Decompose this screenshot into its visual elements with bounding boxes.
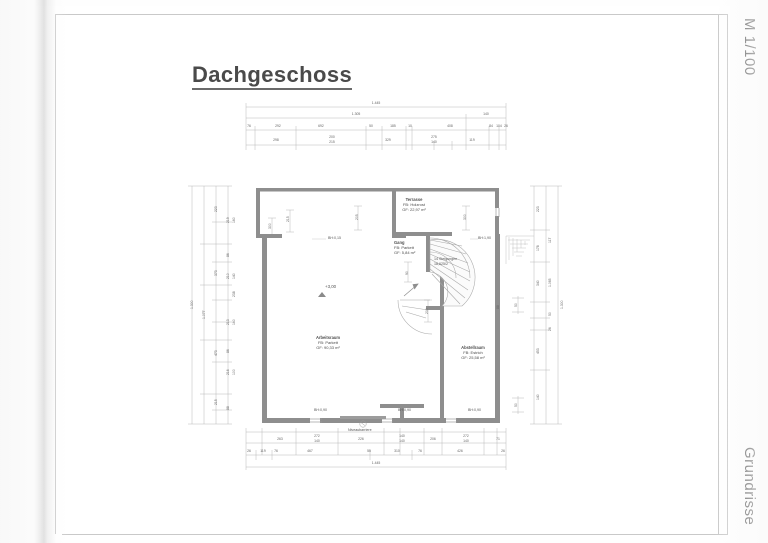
dim-bot-a-9: 71 (496, 437, 500, 441)
niveau-barrier-bar (340, 416, 386, 419)
dim-top-a-6: 408 (447, 124, 453, 128)
stair-direction-arrow (403, 283, 419, 297)
dim-bot-b-8: 26 (501, 449, 505, 453)
dim-bot-b-7: 426 (457, 449, 463, 453)
dim-bot-a-7: 272 (463, 434, 469, 438)
dim-top-b-4: 275 (431, 135, 437, 139)
dim-left-a-2: 473 (214, 350, 218, 356)
room-area: GF: 90,33 m² (316, 344, 340, 350)
dim-right-b-0: 50 (514, 303, 518, 307)
dim-top-a-3: 50 (369, 124, 373, 128)
dim-bot-b-6: 76 (418, 449, 422, 453)
dim-left-b-5: 160 (232, 319, 236, 325)
dim-inner-4: 90 (405, 271, 409, 275)
dim-bot-a-4: 140 (399, 434, 405, 438)
dim-top-right-seg: 140 (483, 112, 489, 116)
dim-bot-b-3: 467 (307, 449, 313, 453)
dim-bot-a-5: 140 (399, 439, 405, 443)
dim-bot-total: 1.445 (371, 461, 381, 465)
dim-bot-a-6: 206 (430, 437, 436, 441)
dim-top-a-4: 185 (390, 124, 396, 128)
room-area: GF: 5,84 m² (394, 249, 416, 255)
dim-top-b-0: 298 (273, 138, 279, 142)
dimension-lines (188, 103, 562, 470)
dim-right-a-2: 340 (536, 280, 540, 286)
room-label-abstellraum: Abstellraum FB: Estrich GF: 25,58 m² (444, 345, 502, 360)
stair-note-line1: 14 Steigungen (434, 257, 458, 261)
dim-bot-a-1: 272 (314, 434, 320, 438)
room-label-arbeitsraum: Arbeitsraum FB: Parkett GF: 90,33 m² (296, 335, 360, 350)
dim-bot-b-1: 119 (260, 449, 266, 453)
room-area: GF: 25,58 m² (461, 354, 485, 360)
dim-inner-1: 215 (286, 216, 290, 222)
dim-right-b-2: 50 (548, 312, 552, 316)
dim-inner-3: 300 (463, 214, 467, 220)
dim-left-b-6: 216 (226, 369, 230, 375)
dim-top-b-2: 215 (329, 140, 335, 144)
dim-left-a-3: 215 (214, 399, 218, 405)
dim-bot-b-0: 26 (247, 449, 251, 453)
dim-right-inner: 1.065 (548, 278, 552, 288)
niveau-barrier-label: Niveaubarriere (348, 428, 372, 432)
dim-top-total: 1.445 (371, 101, 381, 105)
dim-right-total: 1.300 (560, 300, 564, 310)
dim-left-b-3: 140 (232, 273, 236, 279)
opening-label-bot2: BH:0,90 (398, 408, 411, 412)
level-marker-symbol (318, 292, 326, 297)
dim-top-a-5: 10 (408, 124, 412, 128)
dim-right-b-3: 117 (548, 237, 552, 243)
dim-top-b-5: 140 (431, 140, 437, 144)
dim-bot-a-0: 263 (277, 437, 283, 441)
dim-inner-0: 300 (268, 223, 272, 229)
dim-top-a-1: 292 (275, 124, 281, 128)
dim-right-a-1: 178 (536, 245, 540, 251)
level-marker-label: +3,00 (325, 284, 337, 289)
dim-top-a-9: 26 (504, 124, 508, 128)
opening-label-bot1: BH:0,90 (314, 408, 327, 412)
dim-bot-a-2: 140 (314, 439, 320, 443)
stair-note-line2: 18,625/2 (434, 262, 448, 266)
dim-bot-b-5: 310 (394, 449, 400, 453)
dim-right-b-4: 26 (548, 327, 552, 331)
dim-top-b-3: 329 (385, 138, 391, 142)
dim-left-b-1: 160 (232, 217, 236, 223)
dim-top-b-6: 119 (469, 138, 475, 142)
opening-label-top: BH:0,15 (328, 236, 341, 240)
dim-inner-6: 88 (496, 305, 500, 309)
dim-top-a-2: 692 (318, 124, 324, 128)
dim-right-a-4: 140 (536, 394, 540, 400)
dim-left-b-7: 100 (232, 369, 236, 375)
room-label-terrasse: Terrasse FB: Holzrost GF: 22,97 m² (386, 197, 442, 212)
dim-top-a-0: 76 (247, 124, 251, 128)
dim-bot-b-2: 76 (274, 449, 278, 453)
roof-slope-hatch (505, 235, 534, 264)
dim-left-total: 1.300 (190, 300, 194, 310)
dim-left-c-0: 86 (226, 253, 230, 257)
dim-left-c-1: 238 (232, 291, 236, 297)
dim-left-a-1: 373 (214, 270, 218, 276)
dim-left-inner: 1.077 (202, 310, 206, 320)
dim-inner-5: 200 (425, 308, 429, 314)
dim-inner-2: 205 (355, 214, 359, 220)
dim-left-b-4: 213 (226, 319, 230, 325)
dim-top-inner: 1.305 (351, 112, 361, 116)
dim-right-a-0: 223 (536, 206, 540, 212)
dim-bot-a-8: 140 (463, 439, 469, 443)
dim-left-b-2: 210 (226, 273, 230, 279)
room-area: GF: 22,97 m² (402, 206, 426, 212)
dim-left-a-0: 223 (214, 206, 218, 212)
dim-top-b-1: 200 (329, 135, 335, 139)
dim-right-a-3: 453 (536, 348, 540, 354)
room-label-gang: Gang FB: Parkett GF: 5,84 m² (394, 240, 440, 255)
dim-left-c-2: 86 (226, 349, 230, 353)
dim-left-b-0: 219 (226, 217, 230, 223)
dim-bot-a-3: 226 (358, 437, 364, 441)
dim-bot-b-4: 55 (367, 449, 371, 453)
opening-label-bot3: BH:0,90 (468, 408, 481, 412)
dim-right-b-1: 50 (514, 403, 518, 407)
dim-left-b-8: 88 (226, 406, 230, 410)
opening-label-right1: BH:1,90 (478, 236, 491, 240)
